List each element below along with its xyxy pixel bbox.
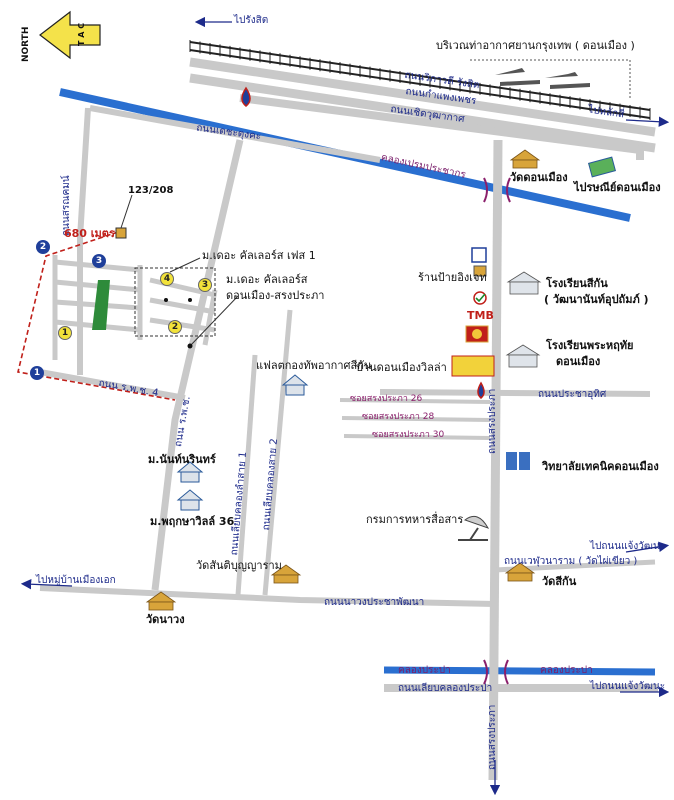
road-nawong <box>39 585 496 607</box>
compass-letters: T A C <box>77 22 86 46</box>
road-soi28 <box>341 416 491 422</box>
compass-label: NORTH <box>21 26 31 62</box>
road-label-prachauthit: ถนนประชาอุทิศ <box>538 389 607 400</box>
marker-yellow-3: 3 <box>198 278 212 292</box>
direction-arrows <box>20 16 670 796</box>
road-kamphaengphet <box>189 73 656 153</box>
temple-icon <box>145 149 541 611</box>
post-office-icon <box>587 156 617 178</box>
route-line <box>17 231 176 401</box>
bus-stop-icon <box>471 247 487 263</box>
place-phrahrutai-school-sub: ดอนเมือง <box>556 355 601 368</box>
place-airport: บริเวณท่าอากาศยานกรุงเทพ ( ดอนเมือง ) <box>436 39 635 52</box>
airplane-icons <box>495 68 590 89</box>
railway <box>189 40 651 120</box>
house-icon <box>176 374 309 511</box>
satellite-dish-icon <box>458 515 490 541</box>
place-signal-dept: กรมการทหารสื่อสาร <box>366 513 464 526</box>
place-post-office: ไปรษณีย์ดอนเมือง <box>574 181 661 194</box>
road-liap-khlong1 <box>235 354 258 596</box>
place-ban-don-mueang-villa: บ้านดอนเมืองวิลล่า <box>356 361 447 374</box>
gas-station-icon-2 <box>477 381 485 399</box>
road-sarannimit <box>77 107 91 375</box>
marker-yellow-2: 2 <box>168 320 182 334</box>
place-wat-nawong: วัดนาวง <box>146 613 185 626</box>
house-number-icon <box>115 227 127 239</box>
place-wat-sikan: วัดสีกัน <box>542 575 577 588</box>
place-mu-nanthrin: ม.นันท์นรินทร์ <box>148 453 216 466</box>
marker-yellow-1: 1 <box>58 326 72 340</box>
bridges <box>483 177 511 685</box>
direction-rangsit: ไปรังสิต <box>234 15 269 26</box>
gas-station-icon <box>241 86 251 107</box>
shop-icon <box>473 265 487 277</box>
direction-chaengwattana-2: ไปถนนแจ้งวัฒนะ <box>590 681 666 692</box>
college-icon <box>506 452 530 470</box>
road-soi30 <box>343 434 491 440</box>
green-park <box>92 280 110 330</box>
road-label-wet: ถนนเวฬุวนาราม ( วัดไผ่เขียว ) <box>504 556 638 567</box>
road-prachauthit <box>379 389 651 397</box>
road-songprapha <box>488 139 503 781</box>
marker-blue-2: 2 <box>36 240 50 254</box>
place-project-phase1: ม.เดอะ คัลเลอร์ส เฟส 1 <box>202 249 316 262</box>
place-house-no: 123/208 <box>128 185 174 196</box>
road-label-khlong-prapa-2: คลองประปา <box>540 665 593 676</box>
project-phase1-outline <box>134 267 216 337</box>
road-label-nawong: ถนนนาวงประชาพัฒนา <box>324 597 425 608</box>
marker-yellow-4: 4 <box>160 272 174 286</box>
marker-blue-3: 3 <box>92 254 106 268</box>
road-choetwuthakat <box>239 94 644 160</box>
place-wat-santi: วัดสันติบุญญาราม <box>196 559 282 572</box>
place-army-flat: แฟลตกองทัพอากาศสีกัน <box>256 359 372 372</box>
bank-icon <box>465 291 489 343</box>
road-rapoo <box>151 139 244 591</box>
road-rapoo4 <box>39 369 186 401</box>
direction-chaengwattana-1: ไปถนนแจ้งวัฒนะ <box>590 541 666 552</box>
place-sikan-school-sub: ( วัฒนานันท์อุปถัมภ์ ) <box>544 293 649 306</box>
road-label-songprapha: ถนนสรงประภา <box>487 388 498 454</box>
villa-banner <box>451 355 495 377</box>
road-label-songprapha-south: ถนนสรงประภา <box>487 704 498 770</box>
place-sikan-school: โรงเรียนสีกัน <box>546 277 608 290</box>
road-vibhavadi <box>189 57 656 137</box>
soi-30: ซอยสรงประภา 30 <box>372 430 445 440</box>
place-tech-college: วิทยาลัยเทคนิคดอนเมือง <box>542 460 659 473</box>
place-project-main-2: ดอนเมือง-สรงประภา <box>226 289 325 302</box>
road-label-liap-khlong-prapa: ถนนเลียบคลองประปา <box>398 683 493 694</box>
soi-26: ซอยสรงประภา 26 <box>350 394 423 404</box>
place-bank: TMB <box>467 309 494 322</box>
canal-bottom <box>383 666 656 676</box>
road-label-khlong-prapa-1: คลองประปา <box>398 665 451 676</box>
place-project-main-1: ม.เดอะ คัลเลอร์ส <box>226 273 308 286</box>
compass-arrow <box>39 10 101 60</box>
road-liap-khlong2 <box>262 309 293 596</box>
place-iddy-shop: ร้านป้ายอิงเจท <box>418 271 487 284</box>
soi-28: ซอยสรงประภา 28 <box>362 412 435 422</box>
direction-mueang-ek: ไปหมู่บ้านเมืองเอก <box>36 575 116 586</box>
school-icon <box>505 271 542 368</box>
marker-blue-1: 1 <box>30 366 44 380</box>
place-mu-phruksa: ม.พฤกษาวิลล์ 36 <box>150 515 235 528</box>
road-dechatungkha <box>89 105 381 163</box>
place-distance: 680 เมตร <box>64 227 115 240</box>
road-soi26 <box>339 398 491 404</box>
place-phrahrutai-school: โรงเรียนพระหฤทัย <box>546 339 634 352</box>
place-wat-don-mueang: วัดดอนเมือง <box>510 171 568 184</box>
